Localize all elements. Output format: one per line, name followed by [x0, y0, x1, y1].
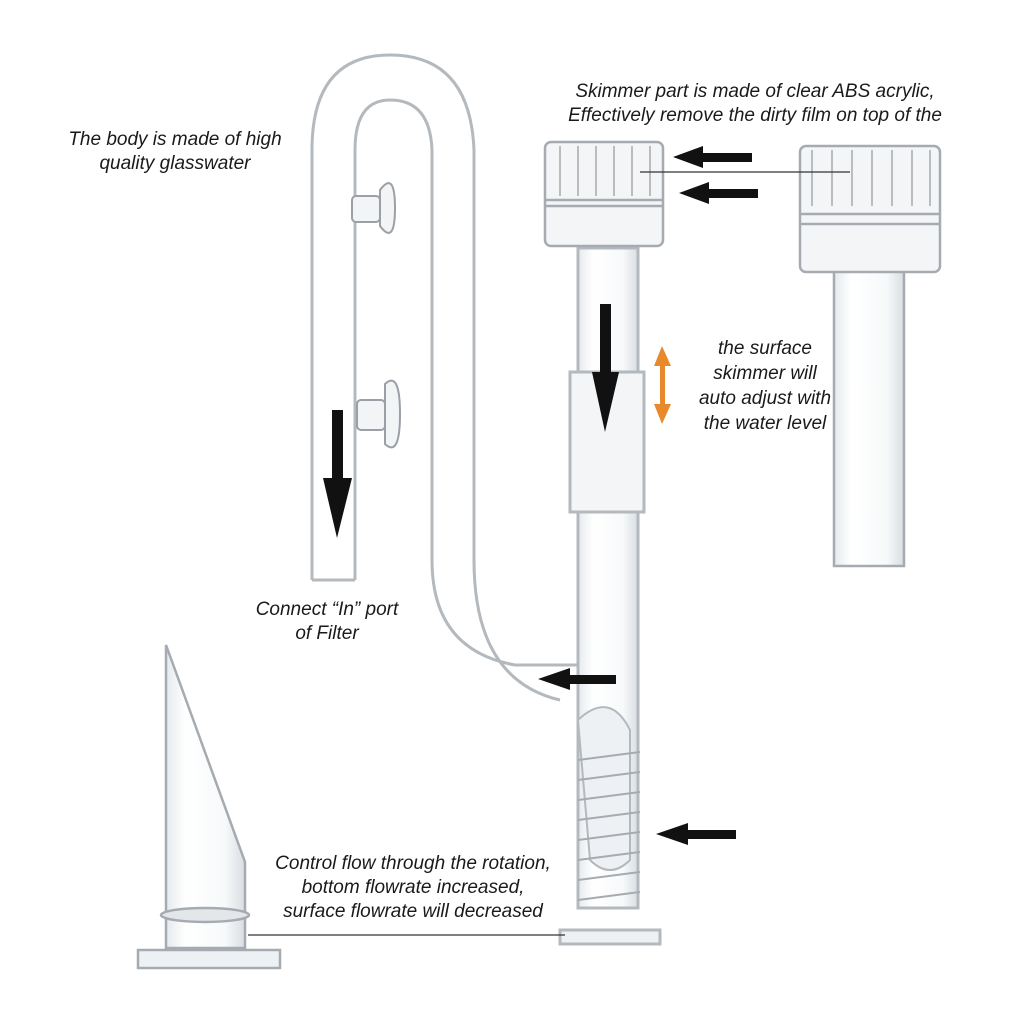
skimmer-part-detail: [798, 144, 942, 568]
skimmer-head: [543, 140, 665, 248]
arrow-icon: [656, 823, 736, 845]
leader-lines: [248, 171, 850, 936]
auto-adjust-label: the surface skimmer will auto adjust wit…: [698, 338, 832, 434]
arrow-icon: [323, 410, 352, 538]
suction-cup-icon: [351, 182, 397, 234]
angled-nozzle: [136, 644, 282, 970]
arrow-icon: [538, 668, 616, 690]
arrow-icon: [673, 146, 752, 168]
glass-lily-pipe: [310, 53, 578, 702]
skimmer-material-label: Skimmer part is made of clear ABS acryli…: [568, 81, 942, 126]
body-material-label: The body is made of high quality glasswa…: [68, 129, 282, 174]
control-flow-label: Control flow through the rotation, botto…: [275, 853, 551, 922]
arrow-icon: [679, 182, 758, 204]
double-arrow-icon: [654, 346, 671, 424]
arrow-icon: [592, 304, 619, 432]
suction-cup-icon: [356, 379, 402, 449]
connect-port-label: Connect “In” port of Filter: [255, 599, 399, 644]
